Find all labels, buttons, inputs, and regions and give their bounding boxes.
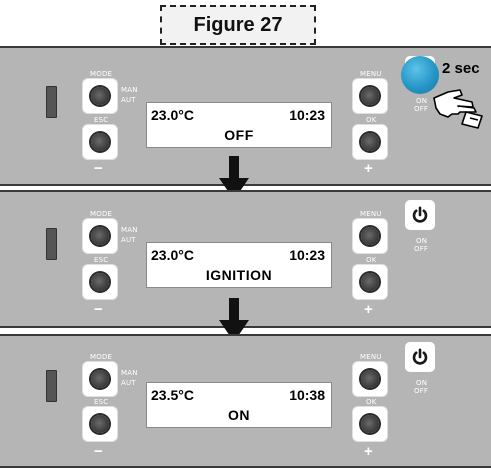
press-indicator-dot: [401, 56, 439, 94]
esc-button[interactable]: [83, 265, 117, 299]
mode-label: MODE: [90, 70, 113, 78]
off-label: OFF: [414, 245, 429, 253]
knob-icon: [91, 87, 109, 105]
arrow-down-icon: [219, 156, 249, 200]
status-indicator: [46, 86, 57, 118]
esc-label: ESC: [94, 398, 109, 406]
esc-button[interactable]: [83, 407, 117, 441]
man-label: MAN: [121, 226, 138, 234]
menu-button[interactable]: [353, 79, 387, 113]
minus-label: −: [94, 160, 103, 177]
knob-icon: [361, 370, 379, 388]
pointing-hand-icon: [433, 89, 483, 129]
knob-icon: [361, 415, 379, 433]
esc-button[interactable]: [83, 125, 117, 159]
knob-icon: [91, 273, 109, 291]
power-icon: [412, 206, 428, 223]
knob-icon: [361, 87, 379, 105]
man-label: MAN: [121, 369, 138, 377]
figure-label: Figure 27: [160, 5, 316, 45]
ok-button[interactable]: [353, 265, 387, 299]
menu-button[interactable]: [353, 219, 387, 253]
mode-button[interactable]: [83, 219, 117, 253]
man-label: MAN: [121, 86, 138, 94]
knob-icon: [91, 370, 109, 388]
press-duration-label: 2 sec: [442, 60, 480, 77]
ok-label: OK: [366, 398, 377, 406]
on-label: ON: [416, 97, 428, 105]
esc-label: ESC: [94, 116, 109, 124]
knob-icon: [361, 227, 379, 245]
off-label: OFF: [414, 387, 429, 395]
temperature-readout: 23.5°C: [151, 387, 194, 403]
time-readout: 10:23: [289, 247, 325, 263]
lcd-display: 23.0°C 10:23 OFF: [146, 102, 332, 148]
power-icon: [412, 348, 428, 365]
aut-label: AUT: [121, 236, 136, 244]
minus-label: −: [94, 301, 103, 318]
power-button[interactable]: [405, 342, 435, 372]
off-label: OFF: [414, 105, 429, 113]
menu-button[interactable]: [353, 362, 387, 396]
knob-icon: [361, 133, 379, 151]
ok-label: OK: [366, 116, 377, 124]
knob-icon: [361, 273, 379, 291]
menu-label: MENU: [360, 70, 382, 78]
menu-label: MENU: [360, 353, 382, 361]
lcd-display: 23.0°C 10:23 IGNITION: [146, 242, 332, 288]
on-label: ON: [416, 237, 428, 245]
plus-label: +: [364, 443, 373, 460]
ok-label: OK: [366, 256, 377, 264]
ok-button[interactable]: [353, 125, 387, 159]
on-label: ON: [416, 379, 428, 387]
plus-label: +: [364, 301, 373, 318]
status-readout: ON: [228, 407, 250, 423]
temperature-readout: 23.0°C: [151, 247, 194, 263]
knob-icon: [91, 227, 109, 245]
aut-label: AUT: [121, 96, 136, 104]
esc-label: ESC: [94, 256, 109, 264]
temperature-readout: 23.0°C: [151, 107, 194, 123]
lcd-display: 23.5°C 10:38 ON: [146, 382, 332, 428]
minus-label: −: [94, 443, 103, 460]
menu-label: MENU: [360, 210, 382, 218]
status-readout: OFF: [224, 127, 254, 143]
mode-button[interactable]: [83, 362, 117, 396]
time-readout: 10:38: [289, 387, 325, 403]
power-button[interactable]: [405, 200, 435, 230]
knob-icon: [91, 415, 109, 433]
aut-label: AUT: [121, 379, 136, 387]
control-panel-step-3: MODE MAN AUT ESC − 23.5°C 10:38 ON MENU …: [0, 334, 491, 468]
status-readout: IGNITION: [205, 267, 273, 283]
status-indicator: [46, 228, 57, 260]
time-readout: 10:23: [289, 107, 325, 123]
mode-label: MODE: [90, 210, 113, 218]
arrow-down-icon: [219, 298, 249, 342]
mode-label: MODE: [90, 353, 113, 361]
status-indicator: [46, 370, 57, 402]
mode-button[interactable]: [83, 79, 117, 113]
ok-button[interactable]: [353, 407, 387, 441]
plus-label: +: [364, 160, 373, 177]
control-panel-step-2: MODE MAN AUT ESC − 23.0°C 10:23 IGNITION…: [0, 190, 491, 328]
knob-icon: [91, 133, 109, 151]
